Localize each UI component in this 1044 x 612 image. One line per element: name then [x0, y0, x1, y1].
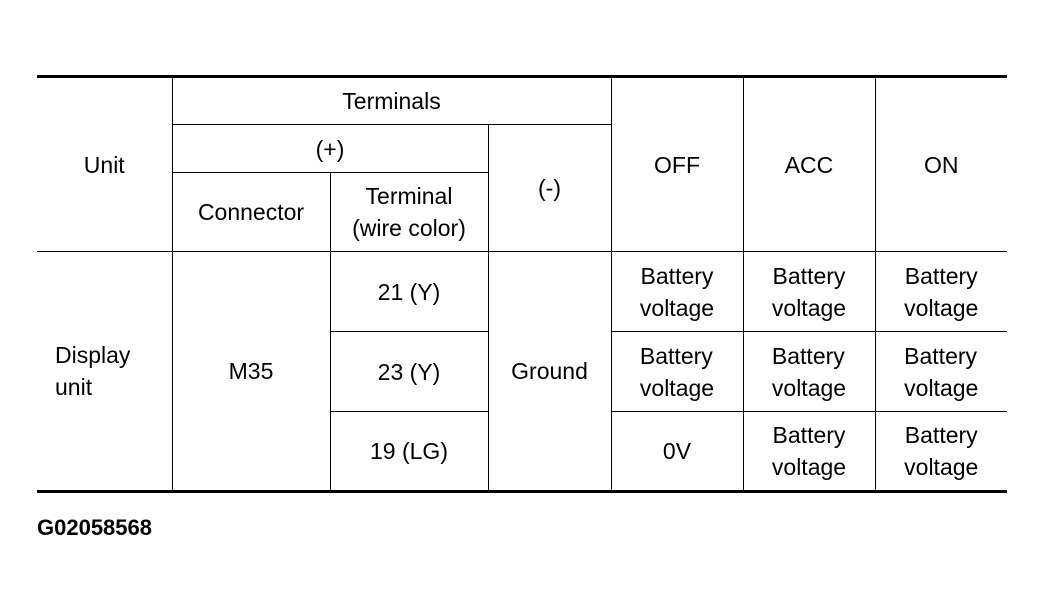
table-row: 23 (Y) Battery voltage Battery voltage B: [37, 331, 1007, 412]
acc-cell: Battery voltage: [742, 411, 876, 492]
header-plus: (+): [171, 124, 489, 173]
off-cell: Battery voltage: [610, 331, 744, 412]
terminal-inspection-table-wrapper: Unit Terminals OFF ACC ON (+) (-) Connec…: [37, 75, 1007, 493]
figure-code: G02058568: [37, 515, 152, 540]
table-row: 19 (LG) 0V Battery voltage Battery volta…: [37, 411, 1007, 492]
on-value-line1: Battery: [904, 422, 978, 448]
acc-cell: Battery voltage: [742, 251, 876, 332]
connector-cell: M35: [171, 251, 331, 492]
terminal-cell: 19 (LG): [329, 411, 489, 492]
on-cell: Battery voltage: [874, 251, 1007, 332]
header-terminal-line2: (wire color): [352, 215, 466, 241]
header-minus: (-): [487, 124, 612, 252]
off-value-line2: voltage: [639, 294, 715, 321]
header-acc: ACC: [742, 76, 876, 252]
on-cell: Battery voltage: [874, 331, 1007, 412]
acc-cell: Battery voltage: [742, 331, 876, 412]
terminal-inspection-table: Unit Terminals OFF ACC ON (+) (-) Connec…: [37, 75, 1007, 493]
on-value-line2: voltage: [904, 454, 979, 480]
acc-value-line1: Battery: [772, 262, 846, 289]
on-value-line1: Battery: [904, 342, 978, 369]
acc-value-line2: voltage: [771, 374, 847, 401]
terminal-cell: 23 (Y): [329, 331, 489, 412]
off-cell: 0V: [610, 411, 744, 492]
on-value-line2: voltage: [904, 294, 979, 321]
minus-cell: Ground: [487, 251, 612, 492]
header-unit: Unit: [37, 76, 173, 252]
off-value-line2: voltage: [639, 374, 715, 401]
header-terminal-line1: Terminal: [365, 183, 453, 209]
on-value-line2: voltage: [904, 374, 979, 401]
header-on: ON: [874, 76, 1007, 252]
on-cell: Battery voltage: [874, 411, 1007, 492]
acc-value-line2: voltage: [771, 454, 847, 480]
terminal-cell: 21 (Y): [329, 251, 489, 332]
acc-value-line1: Battery: [772, 422, 846, 448]
table-row: Display unit M35 21 (Y) Ground Battery v…: [37, 251, 1007, 492]
header-off: OFF: [610, 76, 744, 252]
header-terminals: Terminals: [171, 76, 612, 125]
unit-line1: Display: [55, 342, 131, 368]
off-cell: Battery voltage: [610, 251, 744, 332]
unit-cell: Display unit: [37, 251, 173, 492]
off-value-line1: Battery: [639, 342, 713, 369]
unit-line2: unit: [55, 374, 93, 400]
off-value-line1: Battery: [640, 262, 714, 289]
header-terminal: Terminal (wire color): [329, 172, 489, 252]
acc-value-line1: Battery: [771, 342, 845, 369]
on-value-line1: Battery: [904, 262, 978, 289]
acc-value-line2: voltage: [771, 294, 847, 321]
header-connector: Connector: [171, 172, 331, 252]
